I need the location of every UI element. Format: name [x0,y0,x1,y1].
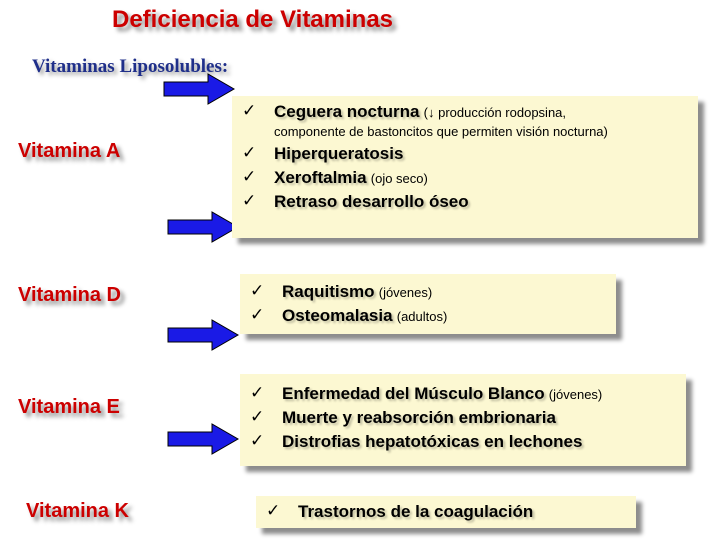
list-item: ✓ Enfermedad del Músculo Blanco (jóvenes… [250,383,603,403]
checkmark-icon: ✓ [250,431,265,451]
arrow-right-icon [167,211,240,243]
checkmark-icon: ✓ [250,407,265,427]
list-item: ✓ Ceguera nocturna (↓ producción rodopsi… [242,101,608,139]
vitamin-e-box: ✓ Enfermedad del Músculo Blanco (jóvenes… [240,374,686,466]
checkmark-icon: ✓ [242,191,257,211]
list-item: ✓ Osteomalasia (adultos) [250,305,448,325]
page-title: Deficiencia de Vitaminas [112,6,394,33]
section-subtitle: Vitaminas Liposolubles: [32,56,229,77]
vitamin-e-label: Vitamina E [18,396,120,418]
vitamin-k-label: Vitamina K [26,500,129,522]
checkmark-icon: ✓ [250,305,265,325]
list-item: ✓ Hiperqueratosis [242,143,404,163]
checkmark-icon: ✓ [250,383,265,403]
list-item: ✓ Trastornos de la coagulación [266,501,534,521]
vitamin-a-label: Vitamina A [18,140,121,162]
checkmark-icon: ✓ [266,501,281,521]
checkmark-icon: ✓ [250,281,265,301]
checkmark-icon: ✓ [242,167,257,187]
list-item: ✓ Xeroftalmia (ojo seco) [242,167,428,187]
list-item: ✓ Retraso desarrollo óseo [242,191,469,211]
checkmark-icon: ✓ [242,143,257,163]
vitamin-d-label: Vitamina D [18,284,121,306]
vitamin-d-box: ✓ Raquitismo (jóvenes) ✓ Osteomalasia (a… [240,274,616,334]
arrow-right-icon [163,73,236,105]
arrow-right-icon [167,423,240,455]
vitamin-a-box: ✓ Ceguera nocturna (↓ producción rodopsi… [232,96,698,238]
arrow-right-icon [167,319,240,351]
vitamin-k-box: ✓ Trastornos de la coagulación [256,496,636,528]
checkmark-icon: ✓ [242,101,257,121]
list-item: ✓ Raquitismo (jóvenes) [250,281,433,301]
list-item: ✓ Distrofias hepatotóxicas en lechones [250,431,583,451]
list-item: ✓ Muerte y reabsorción embrionaria [250,407,556,427]
